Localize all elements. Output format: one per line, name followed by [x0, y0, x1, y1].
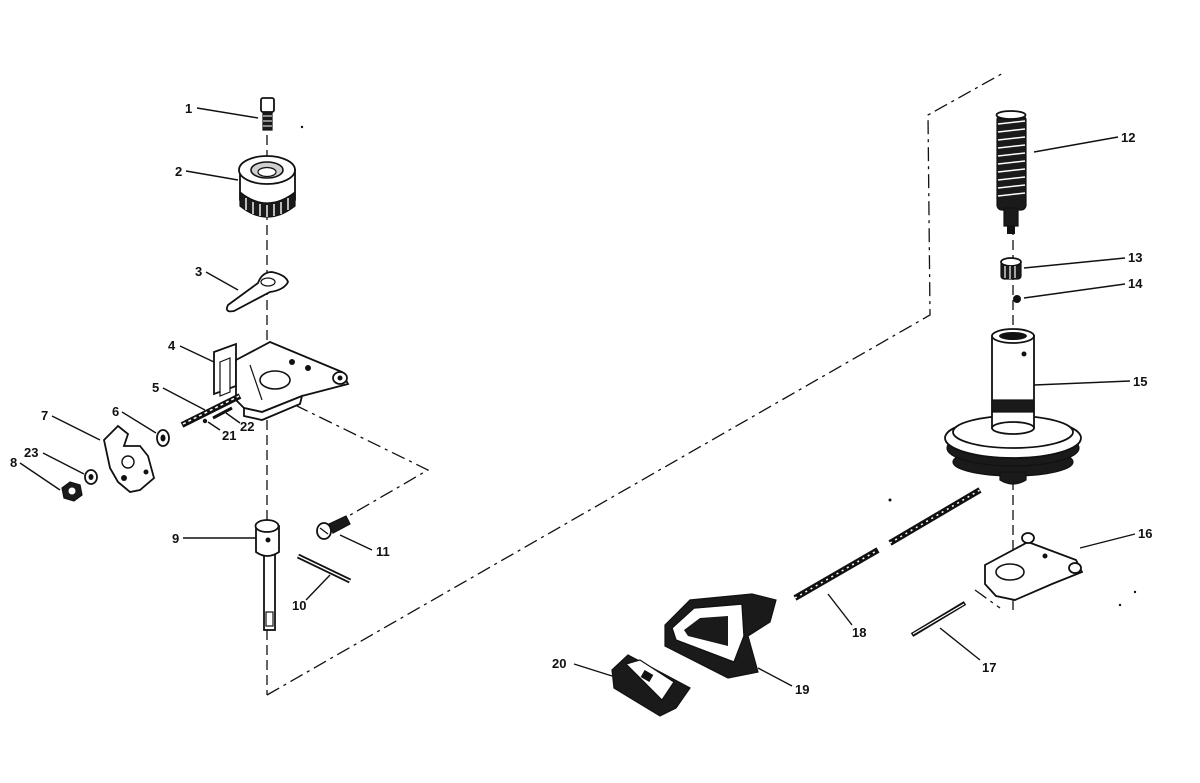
label-part-23: 23: [24, 445, 38, 460]
label-part-15: 15: [1133, 374, 1147, 389]
label-part-9: 9: [172, 531, 179, 546]
pin-17-center-line: [974, 589, 1001, 609]
part-8-hex-nut: [61, 481, 83, 502]
part-7-lever-plate: [103, 424, 156, 493]
label-part-17: 17: [982, 660, 996, 675]
part-labels: 1 2 3 4 5 6 7 8 9 10 11 12 13 14 15 16 1…: [10, 101, 1152, 697]
part-13-knurled-nut: [1000, 257, 1022, 280]
part-1-cap-screw: [260, 97, 275, 131]
part-4-bracket: [213, 341, 350, 421]
label-part-18: 18: [852, 625, 866, 640]
part-17-pin: [910, 601, 967, 637]
label-part-20: 20: [552, 656, 566, 671]
part-10-pin: [296, 553, 352, 584]
part-9-shaft-collar: [254, 519, 280, 631]
leader-12: [1033, 136, 1119, 153]
leader-18: [827, 593, 853, 626]
part-20-clip: [611, 654, 691, 717]
label-part-1: 1: [185, 101, 192, 116]
part-3-keyed-washer: [225, 271, 289, 313]
label-part-2: 2: [175, 164, 182, 179]
part-11-screw: [316, 515, 351, 540]
center-lines: [266, 71, 1014, 696]
leader-21: [207, 421, 221, 431]
leader-14: [1023, 283, 1126, 299]
leader-4: [179, 345, 215, 363]
label-part-14: 14: [1128, 276, 1143, 291]
leader-19: [757, 667, 793, 687]
label-part-7: 7: [41, 408, 48, 423]
part-18-belts: [793, 487, 982, 601]
label-part-10: 10: [292, 598, 306, 613]
label-part-13: 13: [1128, 250, 1142, 265]
leader-13: [1023, 257, 1126, 269]
part-12-threaded-spindle: [995, 110, 1027, 234]
leader-6: [121, 411, 157, 434]
leader-11: [339, 534, 373, 551]
leader-16: [1079, 533, 1136, 549]
part-6-washer: [156, 429, 170, 447]
leader-23: [42, 452, 85, 475]
leader-20: [573, 663, 613, 677]
part-19-handle-grip: [664, 593, 777, 679]
part-5-spring-shaft: [180, 393, 242, 428]
label-part-11: 11: [376, 544, 390, 559]
leader-22: [225, 412, 241, 424]
leader-lines: [19, 107, 1136, 687]
assembly-boundary-line: [266, 71, 1006, 696]
label-part-21: 21: [222, 428, 236, 443]
speck: [1118, 603, 1122, 607]
label-part-19: 19: [795, 682, 809, 697]
leader-2: [185, 170, 239, 181]
part-14-ball: [1013, 295, 1021, 303]
bracket-to-screw-line: [294, 404, 430, 519]
label-part-16: 16: [1138, 526, 1152, 541]
label-part-6: 6: [112, 404, 119, 419]
label-part-3: 3: [195, 264, 202, 279]
leader-8: [19, 462, 61, 491]
leader-17: [939, 627, 981, 661]
part-2-gear-hub: [238, 155, 296, 218]
label-part-22: 22: [240, 419, 254, 434]
part-21-pin: [202, 418, 208, 424]
part-22-pin: [212, 406, 233, 420]
leader-7: [51, 415, 101, 441]
part-16-small-bracket: [984, 532, 1084, 601]
label-part-4: 4: [168, 338, 176, 353]
leader-15: [1033, 380, 1131, 386]
label-part-8: 8: [10, 455, 17, 470]
leader-1: [196, 107, 259, 119]
label-part-12: 12: [1121, 130, 1135, 145]
speck: [300, 125, 304, 129]
part-15-pulley-tube: [944, 328, 1082, 485]
speck: [1133, 590, 1137, 594]
leader-5: [162, 387, 206, 411]
part-23-washer: [84, 469, 98, 485]
label-part-5: 5: [152, 380, 159, 395]
leader-3: [205, 271, 239, 291]
leader-10: [305, 574, 331, 601]
